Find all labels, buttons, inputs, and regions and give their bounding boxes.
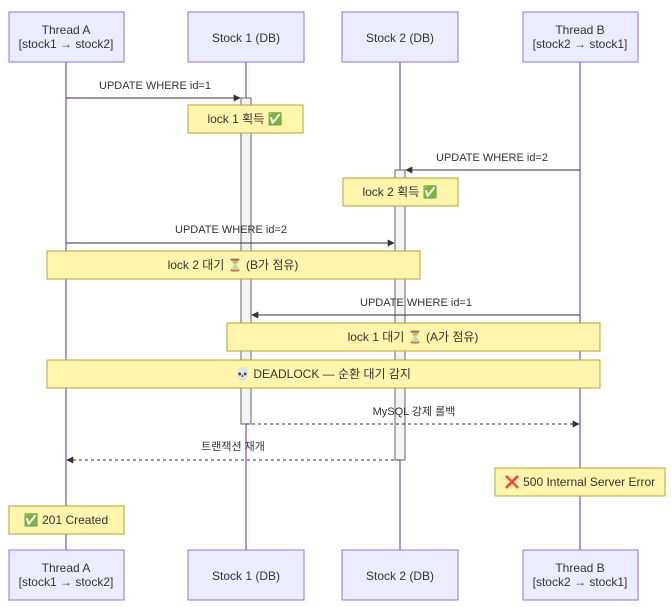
note-lock1-waiting: lock 1 대기 ⏳ (A가 점유)	[226, 322, 601, 352]
note-lock2-acquired: lock 2 획득 ✅	[342, 177, 459, 207]
note-error-500: ❌ 500 Internal Server Error	[494, 467, 666, 497]
actor-label: Stock 2 (DB)	[366, 569, 434, 583]
message-label: UPDATE WHERE id=2	[436, 152, 548, 164]
actor-thread-a-top: Thread A [stock1 → stock2]	[8, 11, 125, 63]
actor-sublabel: [stock1 → stock2]	[19, 37, 114, 51]
note-lock1-acquired: lock 1 획득 ✅	[187, 104, 304, 134]
message-label: UPDATE WHERE id=1	[99, 80, 211, 92]
note-text: lock 2 획득 ✅	[362, 185, 437, 199]
note-lock2-waiting: lock 2 대기 ⏳ (B가 점유)	[46, 250, 421, 280]
actor-thread-a-bottom: Thread A [stock1 → stock2]	[8, 549, 125, 601]
note-text: lock 1 획득 ✅	[207, 112, 282, 126]
actor-sublabel: [stock2 → stock1]	[533, 37, 628, 51]
note-text: ✅ 201 Created	[24, 513, 108, 527]
actor-label: Stock 2 (DB)	[366, 31, 434, 45]
actor-sublabel: [stock2 → stock1]	[533, 575, 628, 589]
message-label: MySQL 강제 롤백	[373, 405, 456, 418]
actor-stock1-top: Stock 1 (DB)	[187, 11, 305, 63]
note-text: 💀 DEADLOCK — 순환 대기 감지	[235, 367, 411, 381]
actor-label: Thread A	[42, 23, 91, 37]
actor-label: Stock 1 (DB)	[212, 31, 280, 45]
note-201-created: ✅ 201 Created	[8, 505, 125, 535]
actor-stock1-bottom: Stock 1 (DB)	[187, 549, 305, 601]
actor-label: Thread B	[555, 561, 604, 575]
message-label: UPDATE WHERE id=2	[175, 224, 287, 236]
actor-label: Thread B	[555, 23, 604, 37]
note-text: lock 1 대기 ⏳ (A가 점유)	[348, 330, 479, 344]
actor-stock2-top: Stock 2 (DB)	[341, 11, 459, 63]
actor-label: Thread A	[42, 561, 91, 575]
actor-stock2-bottom: Stock 2 (DB)	[341, 549, 459, 601]
message-label: UPDATE WHERE id=1	[360, 297, 472, 309]
note-deadlock: 💀 DEADLOCK — 순환 대기 감지	[46, 359, 601, 389]
actor-sublabel: [stock1 → stock2]	[19, 575, 114, 589]
actor-thread-b-top: Thread B [stock2 → stock1]	[522, 11, 639, 63]
note-text: ❌ 500 Internal Server Error	[505, 475, 655, 489]
message-label: 트랜잭션 재개	[201, 440, 265, 453]
actor-thread-b-bottom: Thread B [stock2 → stock1]	[522, 549, 639, 601]
actor-label: Stock 1 (DB)	[212, 569, 280, 583]
note-text: lock 2 대기 ⏳ (B가 점유)	[168, 258, 299, 272]
